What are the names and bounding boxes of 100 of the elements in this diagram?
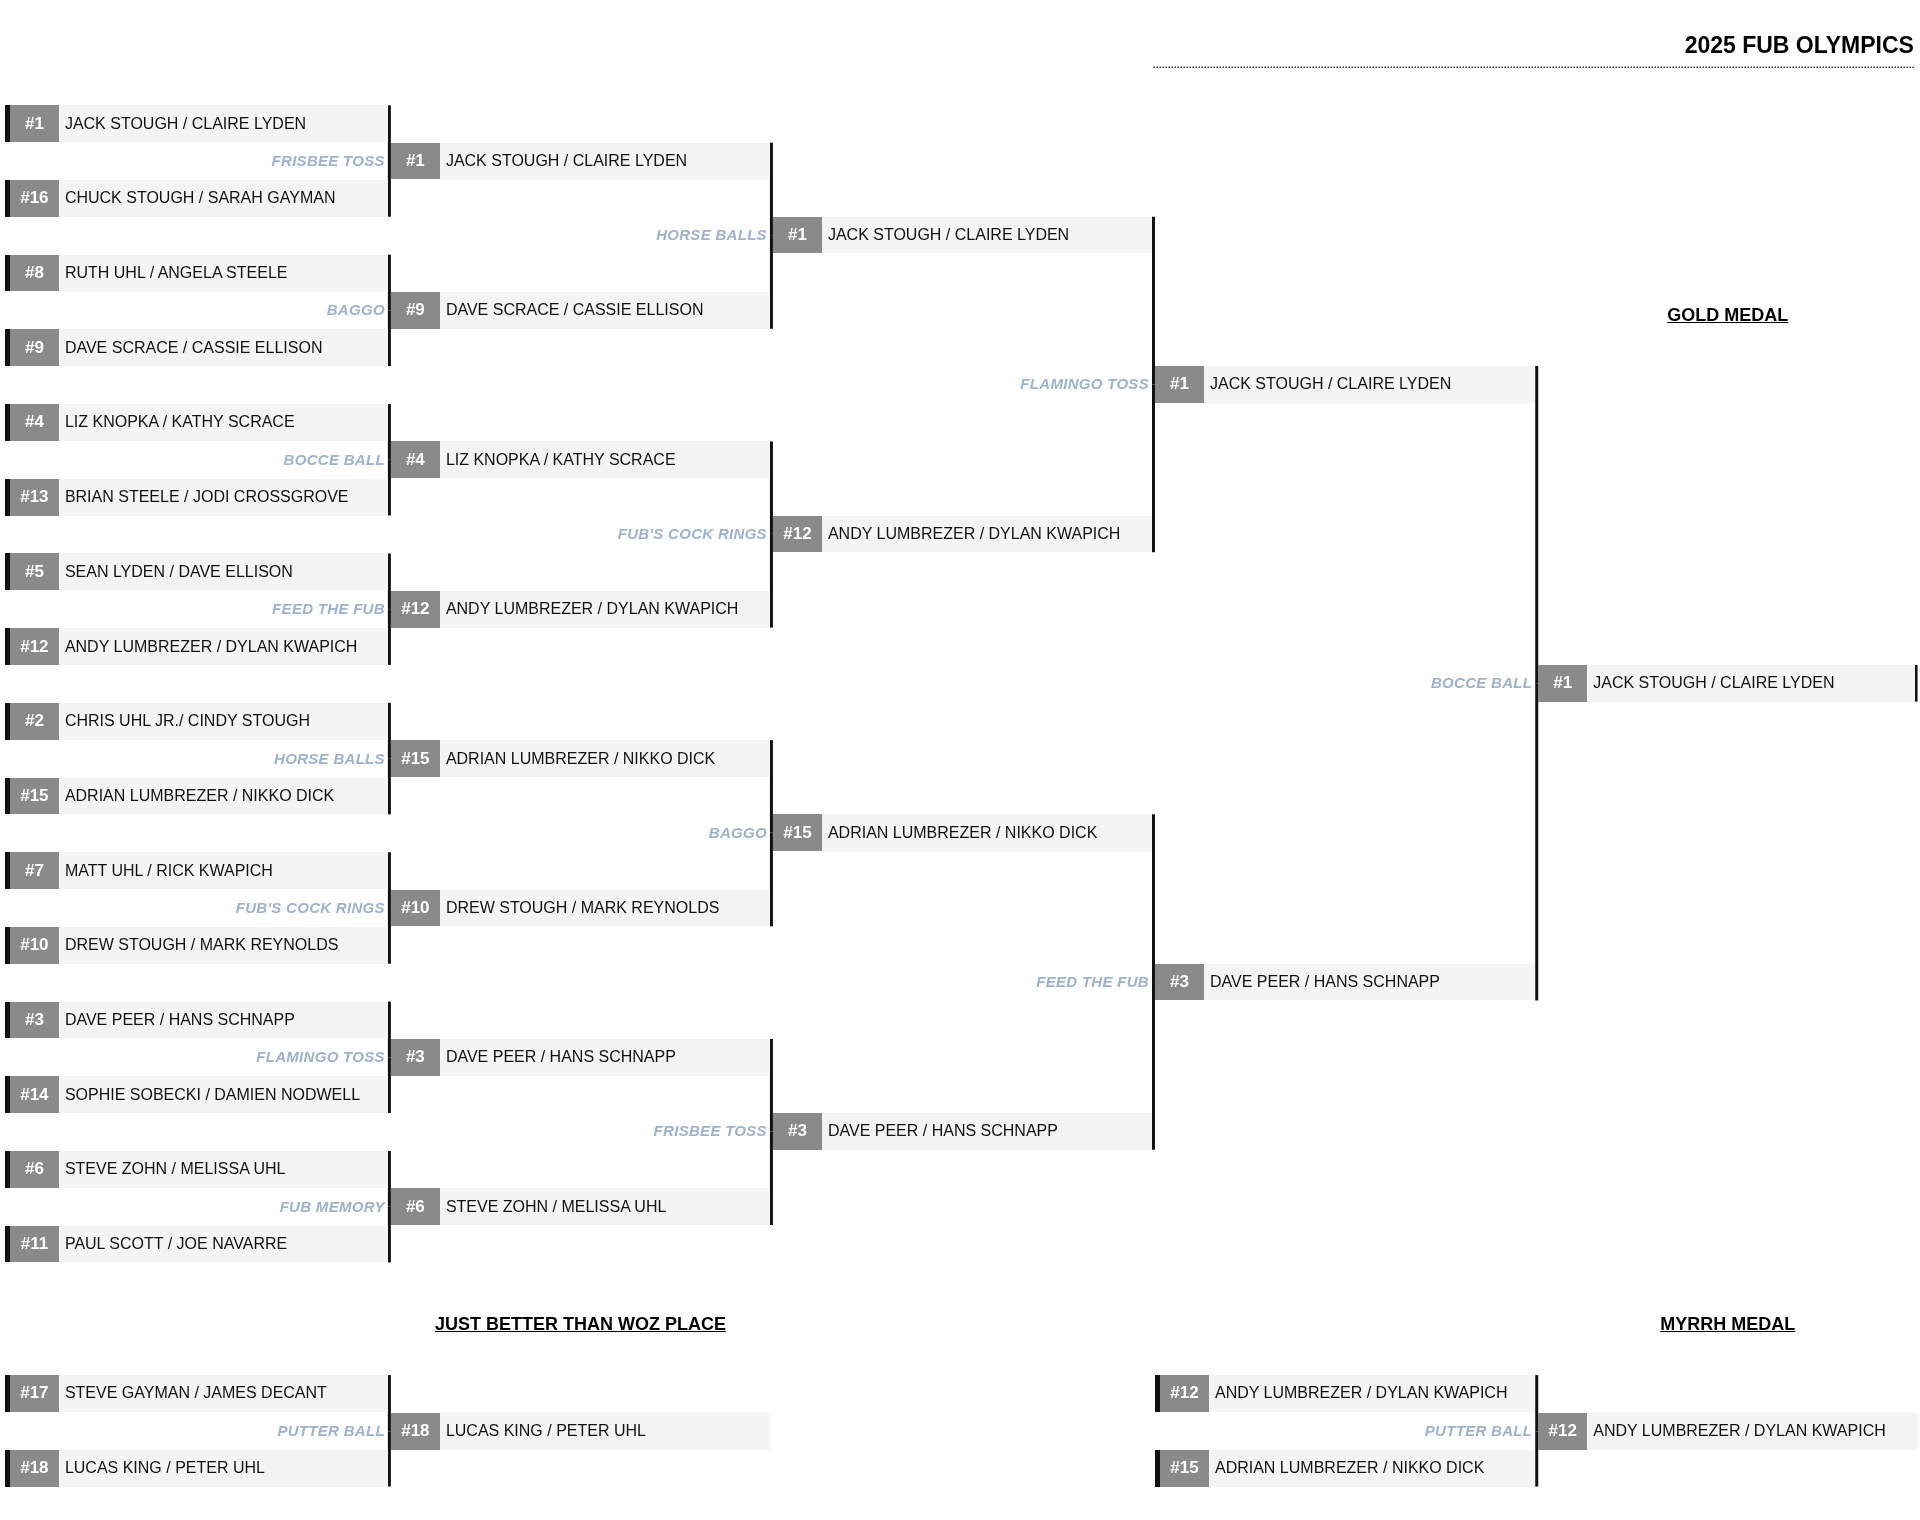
bracket-line [387, 1375, 391, 1432]
game-label: FRISBEE TOSS [271, 152, 385, 169]
bracket-slot [390, 1038, 770, 1076]
bracket-line [387, 907, 391, 964]
team-name: ANDY LUMBREZER / DYLAN KWAPICH [827, 524, 1121, 543]
bracket-line [387, 1431, 391, 1487]
seed-number: #13 [4, 478, 59, 516]
game-label: FLAMINGO TOSS [256, 1048, 385, 1066]
team-name: ANDY LUMBREZER / DYLAN KWAPICH [1214, 1384, 1508, 1403]
seed-number: #9 [4, 329, 59, 367]
bracket-line [387, 553, 391, 610]
bracket-line [1151, 216, 1155, 385]
game-label: HORSE BALLS [274, 749, 385, 767]
bracket-slot [4, 404, 388, 441]
seed-number: #1 [772, 216, 822, 254]
bracket-slot [4, 1225, 388, 1263]
bracket-line [769, 533, 773, 628]
bracket-line [387, 254, 391, 311]
bracket-line [387, 105, 391, 161]
bracket-slot [4, 628, 388, 665]
bracket-line [769, 740, 773, 833]
bracket-slot [4, 1449, 388, 1487]
bracket-slot [4, 777, 388, 815]
seed-number: #10 [4, 926, 59, 964]
bracket-line [387, 459, 391, 516]
team-name: PAUL SCOTT / JOE NAVARRE [64, 1235, 288, 1254]
seed-number: #5 [4, 553, 59, 591]
bracket-slot [772, 216, 1152, 254]
seed-number: #15 [4, 777, 59, 815]
seed-number: #18 [4, 1449, 59, 1487]
seed-number: #15 [1154, 1449, 1209, 1487]
bracket-slot [4, 1001, 388, 1039]
seed-number: #9 [390, 292, 440, 329]
seed-number: #6 [390, 1188, 440, 1226]
team-name: DAVE SCRACE / CASSIE ELLISON [445, 301, 704, 320]
bracket-line [769, 1131, 773, 1226]
bracket-line [387, 1001, 391, 1058]
bracket-line [1535, 366, 1539, 684]
team-name: DAVE PEER / HANS SCHNAPP [827, 1122, 1058, 1141]
team-name: LUCAS KING / PETER UHL [64, 1459, 265, 1478]
seed-number: #1 [1154, 366, 1204, 403]
bracket-line [1535, 683, 1539, 1001]
bracket-line [1535, 1375, 1539, 1432]
team-name: JACK STOUGH / CLAIRE LYDEN [1209, 375, 1452, 394]
seed-number: #4 [4, 404, 59, 441]
seed-number: #16 [4, 180, 59, 217]
game-label: HORSE BALLS [656, 226, 767, 244]
game-label: PUTTER BALL [1424, 1422, 1533, 1440]
bracket-line [387, 161, 391, 217]
bracket-line [387, 609, 391, 665]
bracket-slot [390, 1188, 770, 1226]
bracket-slot [4, 478, 388, 516]
bracket-slot [772, 1113, 1152, 1150]
team-name: ADRIAN LUMBREZER / NIKKO DICK [827, 823, 1098, 842]
team-name: LUCAS KING / PETER UHL [445, 1422, 646, 1441]
seed-number: #1 [1538, 664, 1588, 702]
seed-number: #14 [4, 1076, 59, 1114]
game-label: FRISBEE TOSS [653, 1122, 767, 1140]
bracket-line [387, 404, 391, 460]
seed-number: #11 [4, 1225, 59, 1263]
seed-number: #3 [772, 1113, 822, 1150]
bracket-slot [772, 814, 1152, 851]
game-label: PUTTER BALL [277, 1422, 385, 1440]
bracket-slot [4, 329, 388, 367]
bracket-slot [1538, 664, 1915, 702]
seed-number: #12 [1538, 1413, 1588, 1450]
section-heading: MYRRH MEDAL [1660, 1313, 1796, 1335]
seed-number: #1 [4, 105, 59, 143]
bracket-line [387, 758, 391, 815]
team-name: MATT UHL / RICK KWAPICH [64, 861, 273, 880]
seed-number: #2 [4, 702, 59, 740]
seed-number: #17 [4, 1375, 59, 1412]
bracket-line [387, 1206, 391, 1263]
bracket-slot [1154, 963, 1536, 1001]
seed-number: #18 [390, 1413, 440, 1450]
bracket-slot [772, 515, 1152, 553]
team-name: ANDY LUMBREZER / DYLAN KWAPICH [1593, 1422, 1886, 1441]
bracket-line [387, 702, 391, 759]
bracket-line [387, 1151, 391, 1207]
bracket-slot [390, 740, 770, 777]
bracket-slot [4, 852, 388, 889]
seed-number: #15 [772, 814, 822, 851]
team-name: BRIAN STEELE / JODI CROSSGROVE [64, 488, 349, 507]
seed-number: #10 [390, 889, 440, 927]
bracket-slot [4, 1076, 388, 1114]
team-name: DAVE SCRACE / CASSIE ELLISON [64, 338, 323, 357]
bracket-slot [1154, 1375, 1536, 1412]
team-name: LIZ KNOPKA / KATHY SCRACE [445, 450, 676, 469]
bracket-slot [4, 553, 388, 591]
bracket-slot [1154, 1449, 1536, 1487]
team-name: ANDY LUMBREZER / DYLAN KWAPICH [64, 637, 358, 656]
seed-number: #7 [4, 852, 59, 889]
bracket-slot [4, 1375, 388, 1412]
bracket-line [1151, 384, 1155, 553]
bracket-slot [4, 254, 388, 292]
team-name: ADRIAN LUMBREZER / NIKKO DICK [64, 786, 335, 805]
seed-number: #4 [390, 441, 440, 479]
bracket-line [1151, 982, 1155, 1150]
seed-number: #3 [4, 1001, 59, 1039]
team-name: STEVE ZOHN / MELISSA UHL [64, 1160, 286, 1179]
